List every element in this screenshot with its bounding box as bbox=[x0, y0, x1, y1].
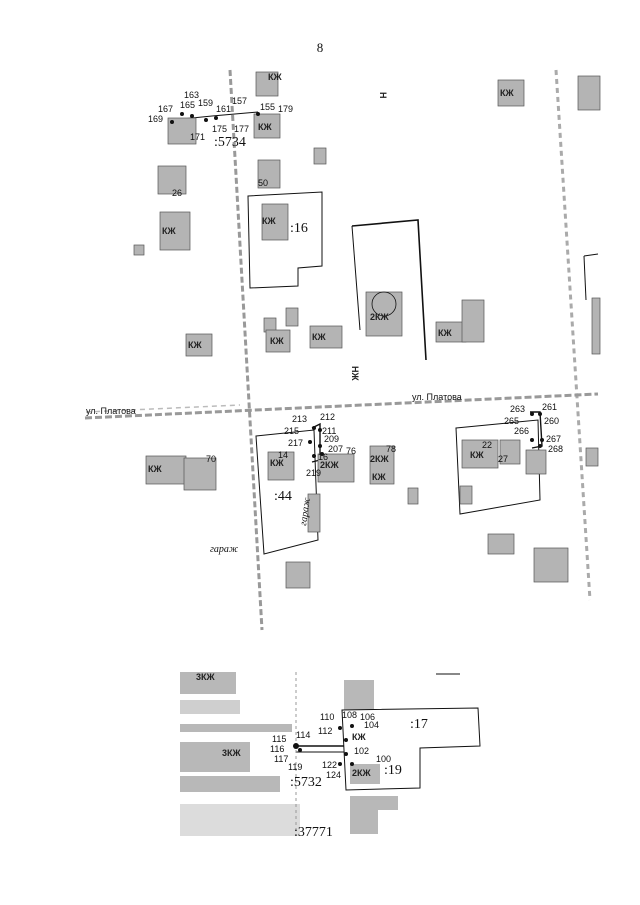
garage-label-2: гараж bbox=[298, 496, 313, 526]
point-266: 266 bbox=[514, 426, 529, 436]
street-label-left: ул. Платова bbox=[86, 406, 136, 416]
road-platova bbox=[84, 392, 599, 420]
misc-number-22: 22 bbox=[482, 440, 492, 450]
svg-text:2КЖ: 2КЖ bbox=[370, 454, 389, 464]
point-163: 163 bbox=[184, 90, 199, 100]
svg-text:КЖ: КЖ bbox=[372, 472, 386, 482]
point-167: 167 bbox=[158, 104, 173, 114]
parcel-44-outline bbox=[255, 429, 319, 555]
svg-text:КЖ: КЖ bbox=[438, 328, 452, 338]
point-159: 159 bbox=[198, 98, 213, 108]
point-161: 161 bbox=[216, 104, 231, 114]
vertical-label-n: Н bbox=[378, 92, 388, 99]
point-175: 175 bbox=[212, 124, 227, 134]
page-number: 8 bbox=[316, 40, 324, 55]
parcel-16-outline bbox=[247, 191, 323, 289]
point-260: 260 bbox=[544, 416, 559, 426]
road-vertical-right bbox=[554, 69, 592, 601]
point-265: 265 bbox=[504, 416, 519, 426]
point-217: 217 bbox=[288, 438, 303, 448]
point-16-b: 16 bbox=[318, 452, 328, 462]
point-263: 263 bbox=[510, 404, 525, 414]
point-219: 219 bbox=[306, 468, 321, 478]
svg-text:2КЖ: 2КЖ bbox=[370, 312, 389, 322]
survey-points-b bbox=[308, 426, 324, 458]
point-213: 213 bbox=[292, 414, 307, 424]
svg-text:КЖ: КЖ bbox=[148, 464, 162, 474]
survey-points-c bbox=[530, 412, 544, 448]
point-207: 207 bbox=[328, 444, 343, 454]
point-268: 268 bbox=[548, 444, 563, 454]
parcel-label-44: :44 bbox=[274, 489, 292, 504]
svg-text:КЖ: КЖ bbox=[270, 458, 284, 468]
parcel-label-16: :16 bbox=[290, 221, 308, 236]
point-155: 155 bbox=[260, 102, 275, 112]
road-vertical-left bbox=[228, 69, 264, 631]
point-215: 215 bbox=[284, 426, 299, 436]
misc-number-78: 78 bbox=[386, 444, 396, 454]
svg-text:КЖ: КЖ bbox=[312, 332, 326, 342]
point-261: 261 bbox=[542, 402, 557, 412]
parcel-label-5734: :5734 bbox=[214, 135, 246, 150]
svg-text:КЖ: КЖ bbox=[500, 88, 514, 98]
misc-number-70: 70 bbox=[206, 454, 216, 464]
buildings-top bbox=[133, 71, 601, 589]
svg-text:КЖ: КЖ bbox=[262, 216, 276, 226]
point-177: 177 bbox=[234, 124, 249, 134]
svg-text:КЖ: КЖ bbox=[188, 340, 202, 350]
street-label-right: ул. Платова bbox=[412, 392, 462, 402]
point-157: 157 bbox=[232, 96, 247, 106]
point-212: 212 bbox=[320, 412, 335, 422]
garage-label-1: гараж bbox=[210, 544, 239, 555]
svg-text:КЖ: КЖ bbox=[268, 72, 282, 82]
svg-text:КЖ: КЖ bbox=[162, 226, 176, 236]
misc-number-76: 76 bbox=[346, 446, 356, 456]
point-211: 211 bbox=[322, 426, 336, 436]
misc-number-50: 50 bbox=[258, 178, 268, 188]
misc-number-26: 26 bbox=[172, 188, 182, 198]
misc-number-27: 27 bbox=[498, 454, 508, 464]
misc-number-14: 14 bbox=[278, 450, 288, 460]
svg-text:КЖ: КЖ bbox=[270, 336, 284, 346]
svg-text:КЖ: КЖ bbox=[470, 450, 484, 460]
svg-text:2КЖ: 2КЖ bbox=[320, 460, 339, 470]
building-labels-top: КЖ КЖ КЖ КЖ КЖ КЖ КЖ КЖ 2КЖ КЖ КЖ КЖ 2КЖ… bbox=[148, 72, 514, 482]
survey-points-a bbox=[170, 112, 260, 124]
vertical-label-nzh: НЖ bbox=[350, 366, 360, 381]
point-169: 169 bbox=[148, 114, 163, 124]
point-165: 165 bbox=[180, 100, 195, 110]
point-179: 179 bbox=[278, 104, 293, 114]
svg-text:КЖ: КЖ bbox=[258, 122, 272, 132]
point-209: 209 bbox=[324, 434, 339, 444]
point-171: 171 bbox=[190, 132, 205, 142]
parcel-outline-right bbox=[455, 419, 541, 515]
point-267: 267 bbox=[546, 434, 561, 444]
parcel-outline-center bbox=[351, 219, 427, 361]
